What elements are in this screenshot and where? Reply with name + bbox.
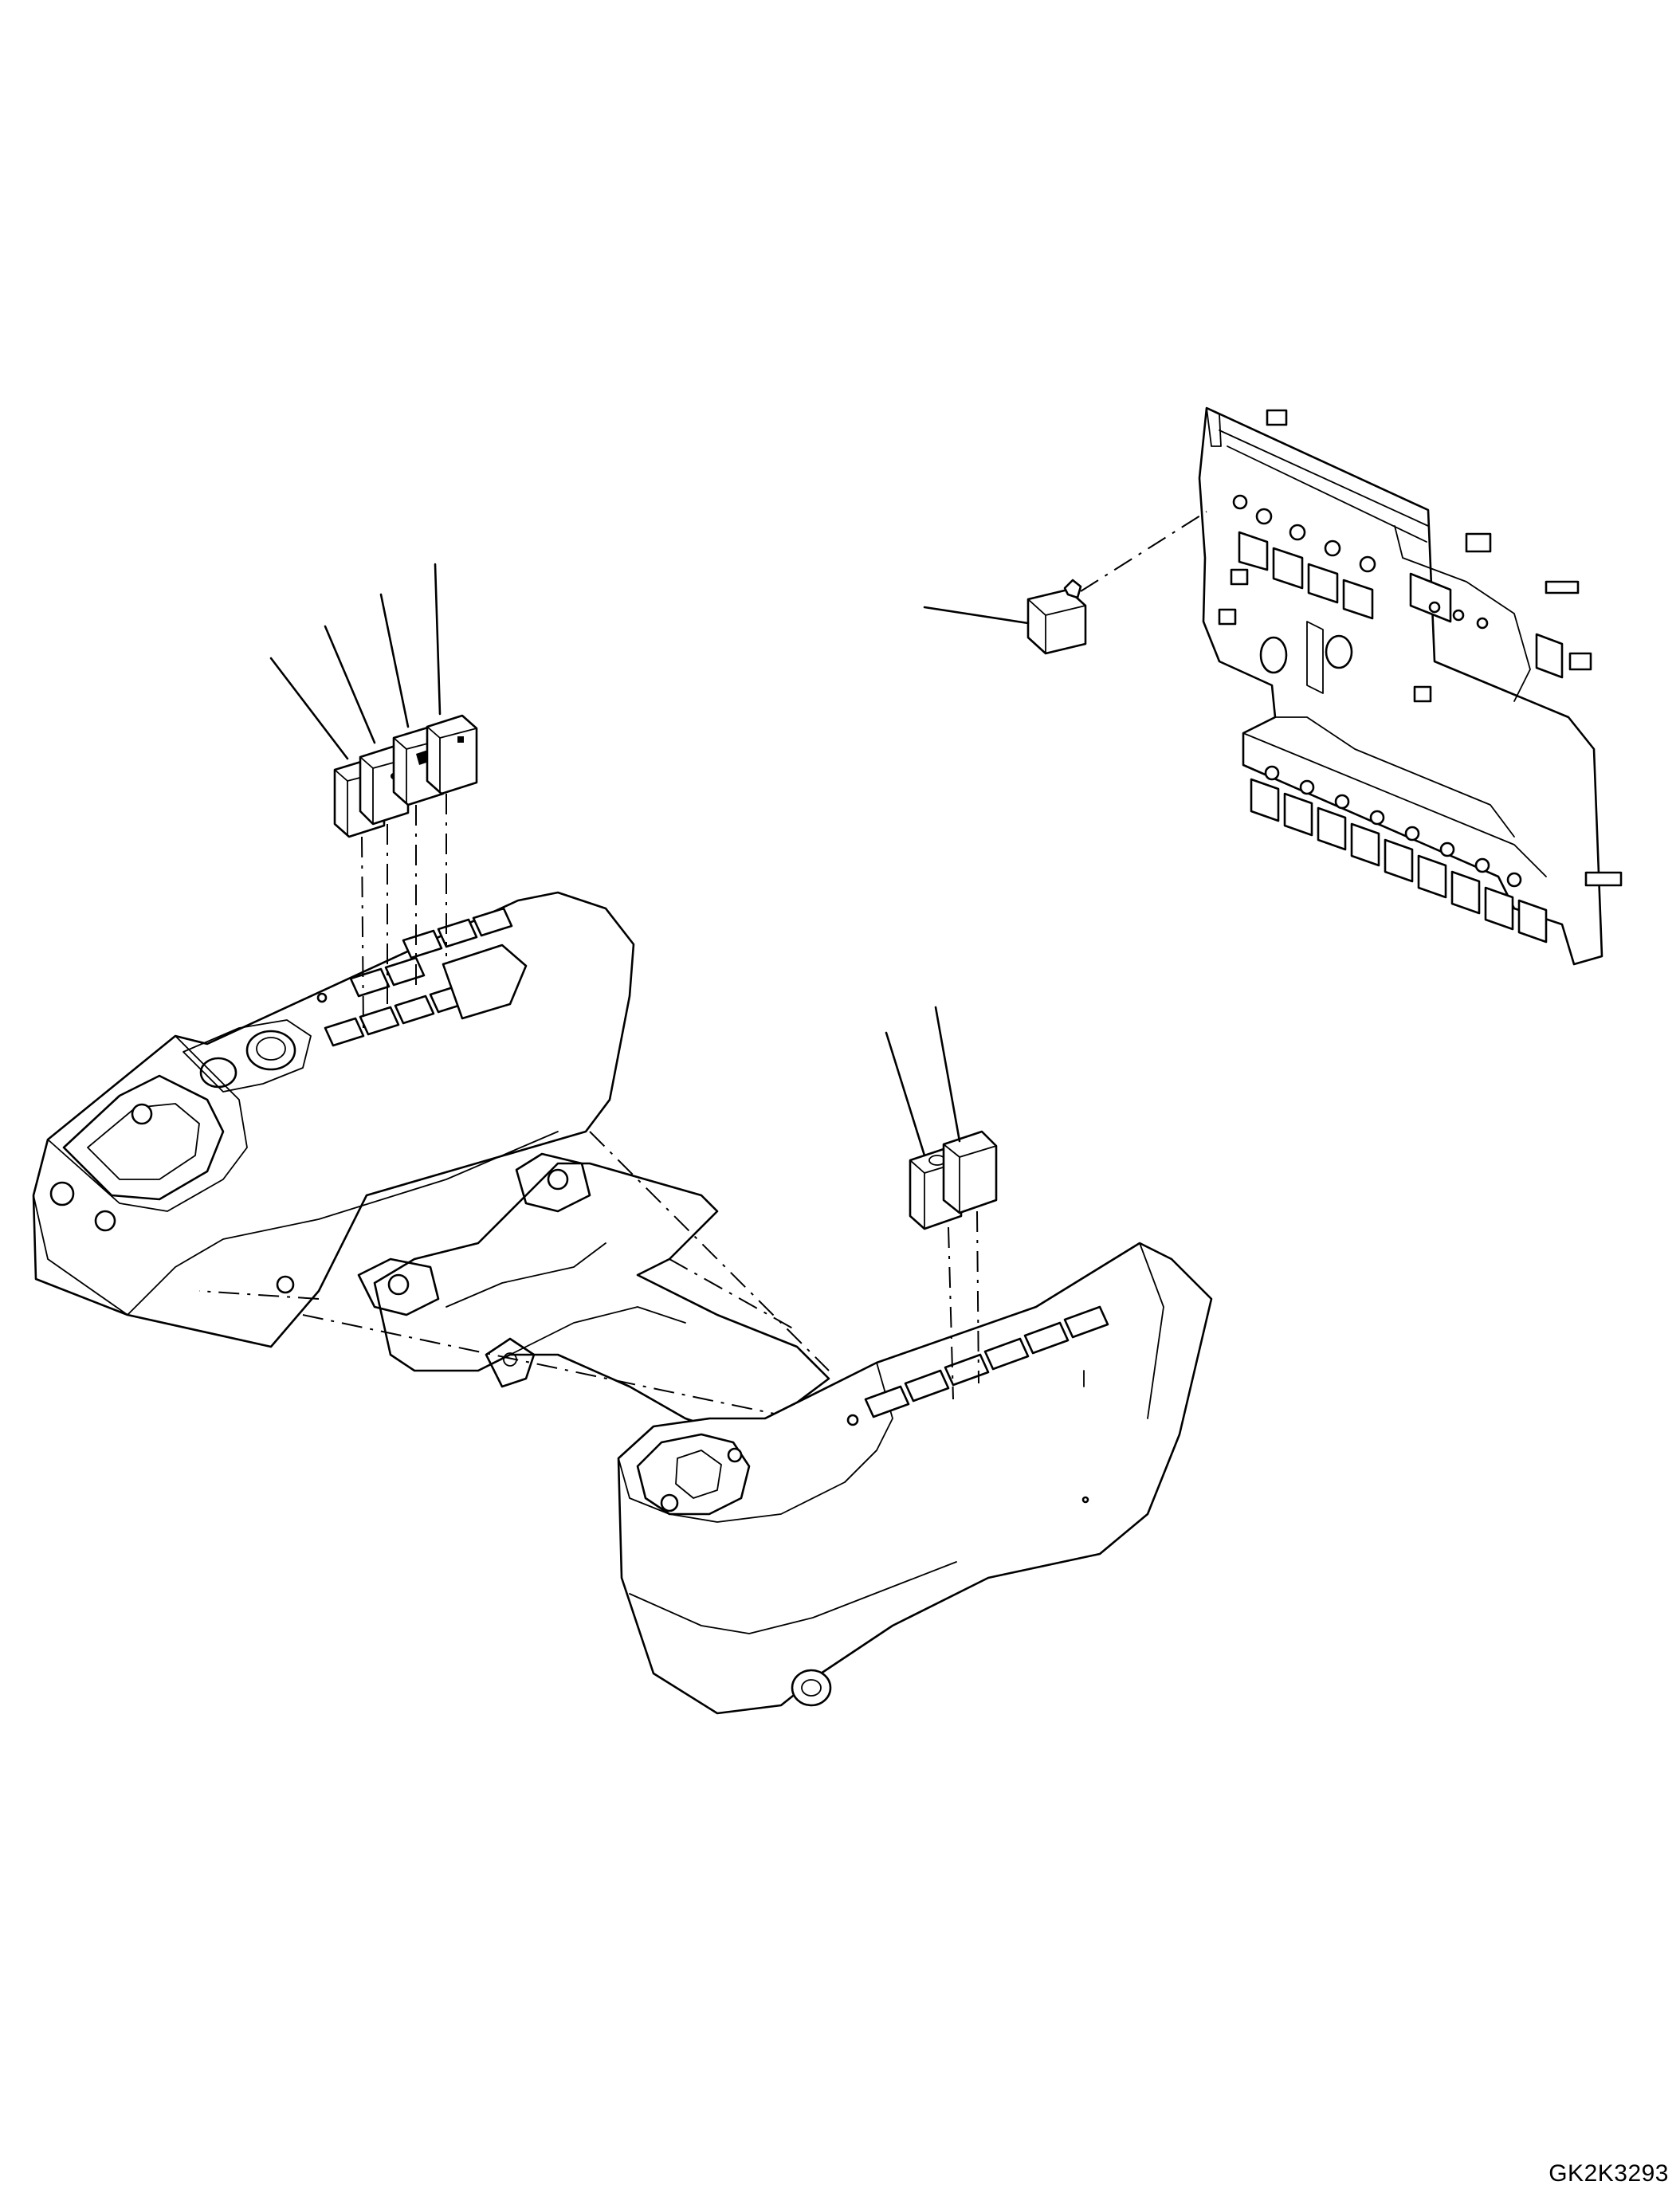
drawing-reference-code: GK2K3293 xyxy=(1549,2160,1669,2187)
relay-row-lower xyxy=(1250,765,1548,944)
right-switch-leader-lines xyxy=(885,1006,961,1157)
right-switch-dashed-guides xyxy=(948,1210,979,1400)
panel-mounting-studs xyxy=(1266,409,1623,887)
rocker-switch-4 xyxy=(426,714,478,795)
mounting-frame xyxy=(198,1131,830,1428)
left-console-switch-slots xyxy=(324,907,528,1047)
left-console xyxy=(32,891,635,1348)
relay-panel xyxy=(1198,406,1623,966)
relay-row-upper xyxy=(1232,494,1376,620)
connector-block xyxy=(1409,572,1564,679)
relay-mounting-dashed-line xyxy=(1080,511,1207,592)
rocker-switch-6 xyxy=(942,1130,998,1214)
relay-leader-line xyxy=(923,606,1030,625)
right-console xyxy=(617,1242,1213,1715)
left-switch-leader-lines xyxy=(269,563,442,760)
right-switch-group xyxy=(885,1006,998,1400)
right-console-switch-slots xyxy=(864,1305,1109,1418)
left-switch-dashed-guides xyxy=(361,794,447,1034)
left-switch-group xyxy=(269,563,478,1034)
relay-part xyxy=(923,511,1207,655)
